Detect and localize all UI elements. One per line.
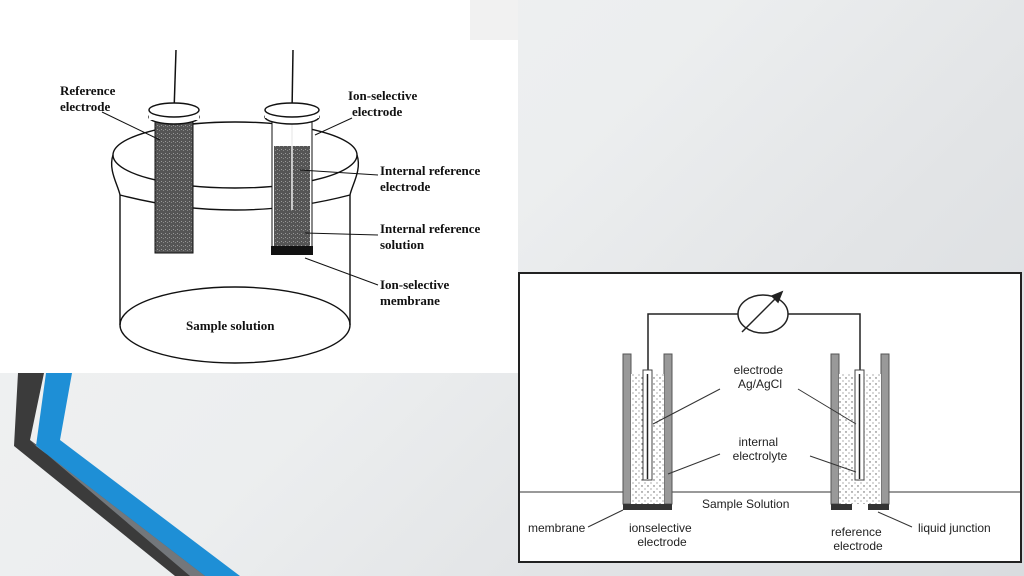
label-ion-selective-membrane: Ion-selective membrane — [380, 277, 453, 308]
label-membrane: membrane — [528, 521, 586, 535]
ionselective-electrode — [622, 353, 673, 510]
beaker-diagram-svg: Reference electrode Ion-selective electr… — [60, 0, 518, 364]
label-electrode: electrode Ag/AgCl — [734, 363, 787, 391]
label-sample-solution: Sample solution — [186, 318, 275, 333]
schematic-leader-lines — [587, 388, 913, 528]
meter-circuit — [647, 290, 861, 374]
label-ionselective-electrode: ionselective electrode — [629, 521, 695, 549]
leader-lines — [101, 111, 379, 286]
label-reference-electrode: reference electrode — [831, 525, 885, 553]
ion-selective-electrode — [264, 49, 320, 255]
label-liquid-junction: liquid junction — [918, 521, 991, 535]
label-internal-reference-electrode: Internal reference electrode — [380, 163, 483, 194]
label-reference-electrode: Reference electrode — [60, 83, 119, 114]
beaker — [111, 121, 359, 364]
label-internal-reference-solution: Internal reference solution — [380, 221, 483, 252]
dark-stripe — [14, 373, 215, 576]
label-sample-solution: Sample Solution — [702, 497, 789, 511]
label-internal-electrolyte: internal electrolyte — [733, 435, 788, 463]
electrode-schematic: electrode Ag/AgCl internal electrolyte S… — [518, 272, 1022, 563]
reference-electrode — [830, 353, 890, 510]
beaker-diagram: Reference electrode Ion-selective electr… — [0, 0, 518, 373]
reference-electrode — [148, 49, 200, 254]
label-ion-selective-electrode: Ion-selective electrode — [348, 88, 421, 119]
electrode-schematic-svg: electrode Ag/AgCl internal electrolyte S… — [520, 290, 1020, 553]
blue-stripe — [36, 373, 240, 576]
